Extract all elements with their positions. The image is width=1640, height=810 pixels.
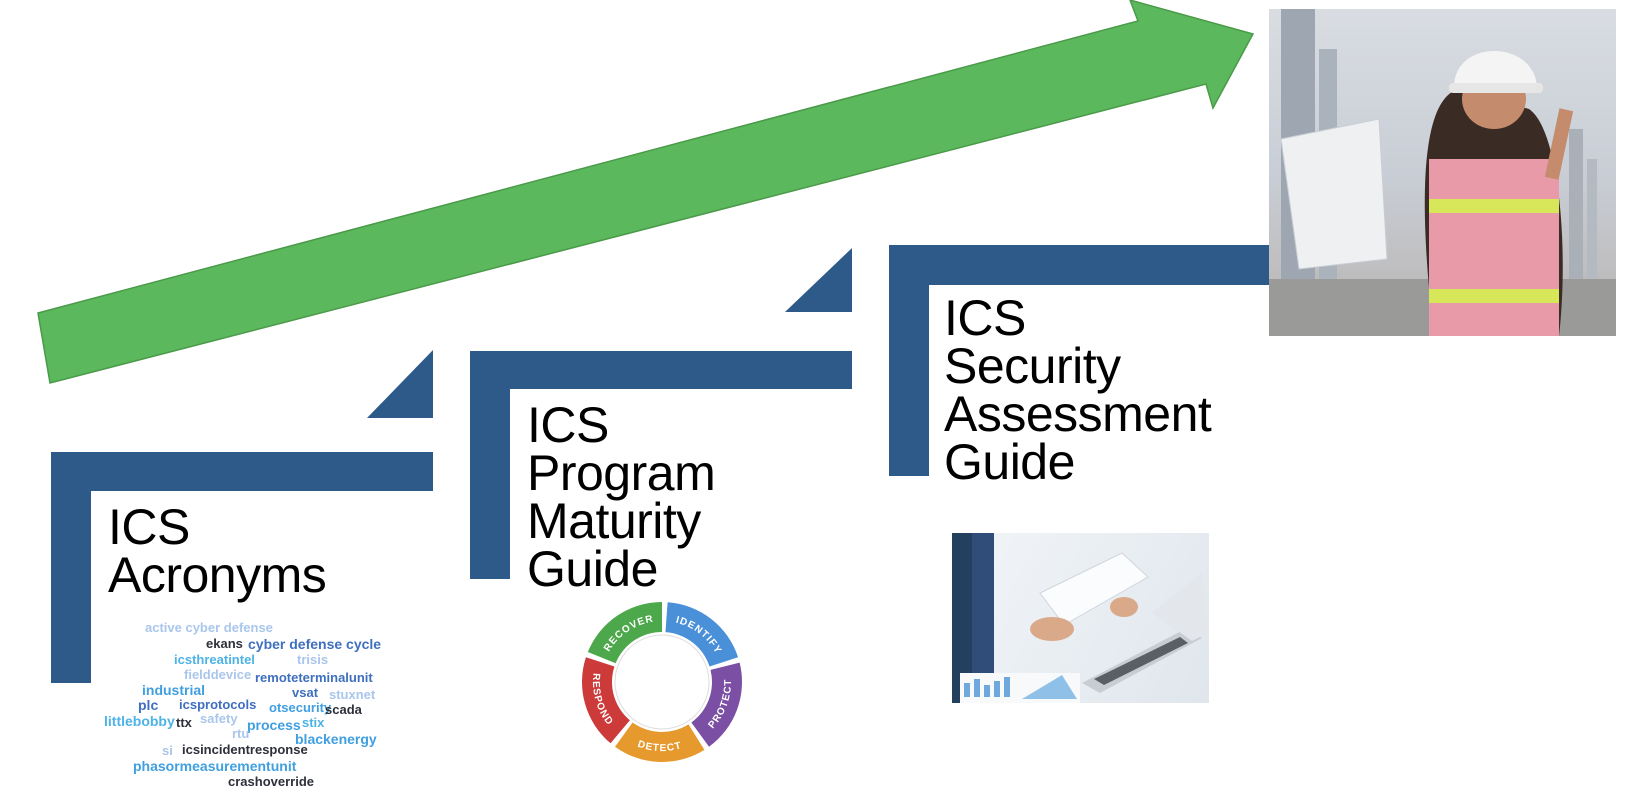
wordcloud-word: rtu	[232, 727, 249, 740]
wordcloud-word: trisis	[297, 653, 328, 666]
engineer-hardhat-photo	[1269, 9, 1616, 336]
worker-photo-art	[1269, 9, 1616, 336]
step-title-2-line-4: Guide	[527, 545, 715, 593]
wordcloud-word: active cyber defense	[145, 621, 273, 634]
wordcloud-word: plc	[138, 698, 158, 712]
step-title-3-line-3: Assessment	[944, 390, 1211, 438]
wordcloud-word: stuxnet	[329, 688, 375, 701]
wordcloud-word: si	[162, 744, 173, 757]
wordcloud-word: industrial	[142, 683, 205, 697]
wordcloud-word: icsincidentresponse	[182, 743, 308, 756]
wordcloud-word: scada	[325, 703, 362, 716]
step-title-1-line-2: Acronyms	[108, 551, 326, 599]
step-title-1-line-1: ICS	[108, 503, 326, 551]
wordcloud-word: stix	[302, 716, 324, 729]
step-title-1: ICS Acronyms	[108, 503, 326, 599]
step-title-2-line-1: ICS	[527, 401, 715, 449]
step-title-3: ICS Security Assessment Guide	[944, 294, 1211, 486]
wordcloud-word: cyber defense cycle	[248, 637, 381, 651]
person-laptop-document-photo	[952, 533, 1209, 703]
step-title-2-line-2: Program	[527, 449, 715, 497]
laptop-photo-art	[952, 533, 1209, 703]
wordcloud-word: otsecurity	[269, 701, 331, 714]
wordcloud-word: icsthreatintel	[174, 653, 255, 666]
wordcloud-word: littlebobby	[104, 714, 175, 728]
wordcloud-word: fielddevice	[184, 668, 251, 681]
wordcloud-word: process	[247, 718, 301, 732]
step-title-3-line-1: ICS	[944, 294, 1211, 342]
acronym-word-cloud: active cyber defense ekans cyber defense…	[95, 615, 415, 805]
step-title-3-line-2: Security	[944, 342, 1211, 390]
wordcloud-word: phasormeasurementunit	[133, 759, 296, 773]
wordcloud-word: safety	[200, 712, 238, 725]
step-title-2: ICS Program Maturity Guide	[527, 401, 715, 593]
cycle-center	[615, 635, 709, 729]
step-title-2-line-3: Maturity	[527, 497, 715, 545]
step-title-3-line-4: Guide	[944, 438, 1211, 486]
wordcloud-word: crashoverride	[228, 775, 314, 788]
wordcloud-word: remoteterminalunit	[255, 671, 373, 684]
wordcloud-word: ekans	[206, 637, 243, 650]
wordcloud-word: icsprotocols	[179, 698, 256, 711]
wordcloud-word: vsat	[292, 686, 318, 699]
wordcloud-word: ttx	[176, 716, 192, 729]
